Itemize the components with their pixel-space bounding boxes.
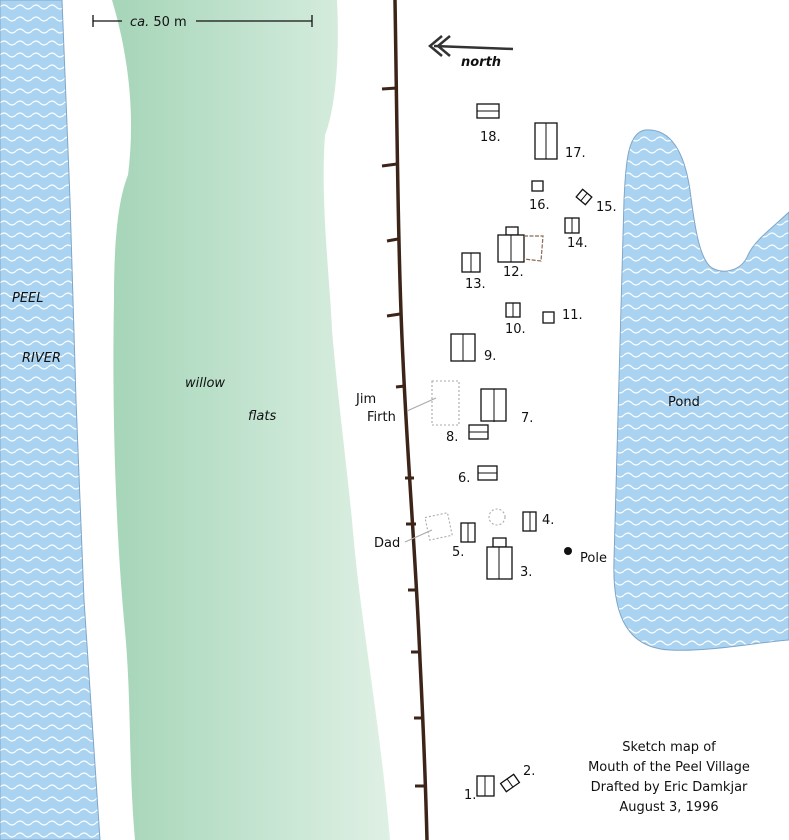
pond xyxy=(613,129,789,651)
svg-text:4.: 4. xyxy=(542,513,554,528)
building-14: 14. xyxy=(564,217,588,251)
north-label: north xyxy=(461,55,501,70)
peel-river xyxy=(0,0,101,840)
willow-flats-area xyxy=(112,0,390,840)
caption-line-4: August 3, 1996 xyxy=(619,800,718,815)
building-18: 18. xyxy=(476,103,501,145)
svg-text:15.: 15. xyxy=(596,200,617,215)
svg-text:1.: 1. xyxy=(464,788,476,803)
svg-text:6.: 6. xyxy=(458,471,470,486)
jim-label: Jim xyxy=(355,392,376,407)
svg-text:16.: 16. xyxy=(529,198,550,213)
building-2: 2. xyxy=(499,764,535,793)
north-arrow: north xyxy=(428,35,514,70)
svg-text:5.: 5. xyxy=(452,545,464,560)
building-4: 4. xyxy=(522,511,554,532)
river-label-river: RIVER xyxy=(22,351,61,366)
svg-text:18.: 18. xyxy=(480,130,501,145)
svg-text:3.: 3. xyxy=(520,565,532,580)
svg-text:14.: 14. xyxy=(567,236,588,251)
svg-text:7.: 7. xyxy=(521,411,533,426)
building-16: 16. xyxy=(529,180,550,213)
building-5: 5. xyxy=(452,522,476,560)
caption-line-2: Mouth of the Peel Village xyxy=(588,760,750,775)
svg-text:11.: 11. xyxy=(562,308,583,323)
building-15: 15. xyxy=(575,188,617,215)
building-11: 11. xyxy=(542,308,583,324)
building-12: 12. xyxy=(497,226,544,280)
svg-text:17.: 17. xyxy=(565,146,586,161)
pole-marker xyxy=(564,547,572,555)
scale-bar: ca. 50 m xyxy=(92,15,313,30)
building-13: 13. xyxy=(461,252,486,292)
building-1: 1. xyxy=(464,775,495,803)
building-17: 17. xyxy=(534,122,586,161)
willow-label: willow xyxy=(185,376,225,391)
svg-text:ca. 50 m: ca. 50 m xyxy=(130,15,187,30)
building-6: 6. xyxy=(458,465,498,486)
dad-label: Dad xyxy=(374,536,400,551)
flats-label: flats xyxy=(248,409,276,424)
firth-label: Firth xyxy=(367,410,396,425)
map-caption: Sketch map of Mouth of the Peel Village … xyxy=(588,740,750,815)
river-label-peel: PEEL xyxy=(12,291,44,306)
building-8: 8. xyxy=(446,424,489,445)
dad-former-house xyxy=(424,512,453,541)
svg-text:9.: 9. xyxy=(484,349,496,364)
road-line xyxy=(381,0,429,840)
building-10: 10. xyxy=(505,302,526,337)
svg-text:12.: 12. xyxy=(503,265,524,280)
building-7: 7. xyxy=(480,388,533,426)
svg-text:8.: 8. xyxy=(446,430,458,445)
svg-text:10.: 10. xyxy=(505,322,526,337)
caption-line-1: Sketch map of xyxy=(622,740,716,755)
round-feature xyxy=(488,508,506,526)
building-3: 3. xyxy=(486,537,532,580)
scale-label: 50 m xyxy=(149,15,186,30)
building-9: 9. xyxy=(450,333,496,364)
jim-firth-former-house xyxy=(431,380,460,426)
pole-label: Pole xyxy=(580,551,607,566)
scale-label-italic: ca. xyxy=(130,15,149,30)
pond-label: Pond xyxy=(668,395,700,410)
svg-text:2.: 2. xyxy=(523,764,535,779)
svg-text:13.: 13. xyxy=(465,277,486,292)
caption-line-3: Drafted by Eric Damkjar xyxy=(591,780,748,795)
